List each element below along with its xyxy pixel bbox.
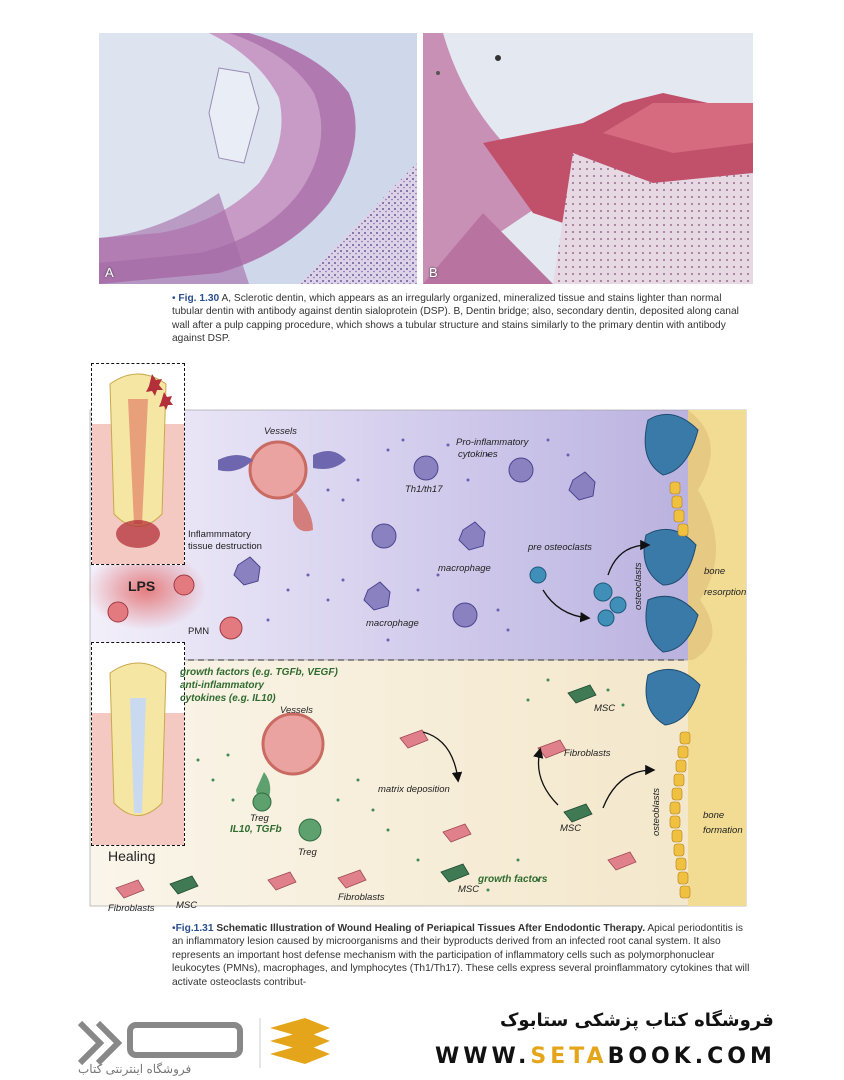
vessels-label-top: Vessels <box>264 426 297 437</box>
pre-osteoclasts-label: pre osteoclasts <box>528 542 592 553</box>
tooth-inflamed-inset <box>91 363 185 565</box>
fibroblasts-label-3: Fibroblasts <box>338 892 385 903</box>
resorption-label: resorption <box>704 587 747 598</box>
healing-diagram: Vessels Pro-inflammatory cytokines Th1/t… <box>86 360 748 920</box>
msc-label-4: MSC <box>458 884 480 895</box>
fig-1-30-caption: • Fig. 1.30 A, Sclerotic dentin, which a… <box>172 293 739 345</box>
tissue-destruction-label: tissue destruction <box>188 541 262 552</box>
osteoblasts-label: osteoblasts <box>651 787 662 836</box>
th-label: Th1/th17 <box>405 484 443 495</box>
treg-label-2: Treg <box>298 847 317 858</box>
bone-label-bottom: bone <box>703 810 725 821</box>
bone-label-top: bone <box>704 566 726 577</box>
lps-label: LPS <box>128 578 156 594</box>
fig-1-30-label: Fig. 1.30 <box>178 293 220 304</box>
logo-subtitle: فروشگاه اینترنتی کتاب <box>78 1062 192 1076</box>
fig-1-31-text: Apical periodontitis is an inflammatory … <box>172 923 750 988</box>
setabook-logo-icon <box>77 1018 330 1068</box>
osteoclasts-label: osteoclasts <box>633 562 644 610</box>
msc-label-1: MSC <box>594 703 616 714</box>
fig-1-31-title: Schematic Illustration of Wound Healing … <box>213 923 646 934</box>
panel-b-label: B <box>429 265 438 280</box>
msc-label-2: MSC <box>560 823 582 834</box>
fig-1-30-text: A, Sclerotic dentin, which appears as an… <box>172 293 739 345</box>
matrix-deposition-label: matrix deposition <box>378 784 450 795</box>
pro-inflammatory-label: Pro-inflammatory <box>456 437 529 448</box>
micrograph-a: A <box>99 33 417 284</box>
growth-factors-heading: growth factors (e.g. TGFb, VEGF) <box>180 667 338 678</box>
macrophage-label-1: macrophage <box>438 563 491 574</box>
inflammatory-label: Inflammmatory <box>188 529 251 540</box>
vessels-label-bottom: Vessels <box>280 705 313 716</box>
fibroblasts-label-2: Fibroblasts <box>108 903 155 914</box>
healing-label: Healing <box>108 848 156 864</box>
treg-label-1: Treg <box>250 813 269 824</box>
panel-a-label: A <box>105 265 114 280</box>
cytokines-label: cytokines <box>458 449 498 460</box>
micrograph-b: B <box>423 33 753 284</box>
cytokines-il10-heading: cytokines (e.g. IL10) <box>180 693 276 704</box>
tooth-healing-inset <box>91 642 185 846</box>
macrophage-label-2: macrophage <box>366 618 419 629</box>
anti-inflammatory-heading: anti-inflammatory <box>180 680 264 691</box>
shop-name: فروشگاه کتاب پزشکی ستابوک <box>500 1010 774 1031</box>
website-url[interactable]: WWW.SETABOOK.COM <box>435 1044 776 1069</box>
msc-label-3: MSC <box>176 900 198 911</box>
fig-1-31-label: Fig.1.31 <box>175 923 214 934</box>
fig-1-31-caption: •Fig.1.31 Schematic Illustration of Woun… <box>172 923 750 988</box>
pmn-label: PMN <box>188 626 210 637</box>
fibroblasts-label-1: Fibroblasts <box>564 748 611 759</box>
formation-label: formation <box>703 825 743 836</box>
growth-factors-label: growth factors <box>478 874 548 885</box>
il10-tgfb-label: IL10, TGFb <box>230 824 282 835</box>
footer-banner: فروشگاه اینترنتی کتاب فروشگاه کتاب پزشکی… <box>0 993 844 1080</box>
